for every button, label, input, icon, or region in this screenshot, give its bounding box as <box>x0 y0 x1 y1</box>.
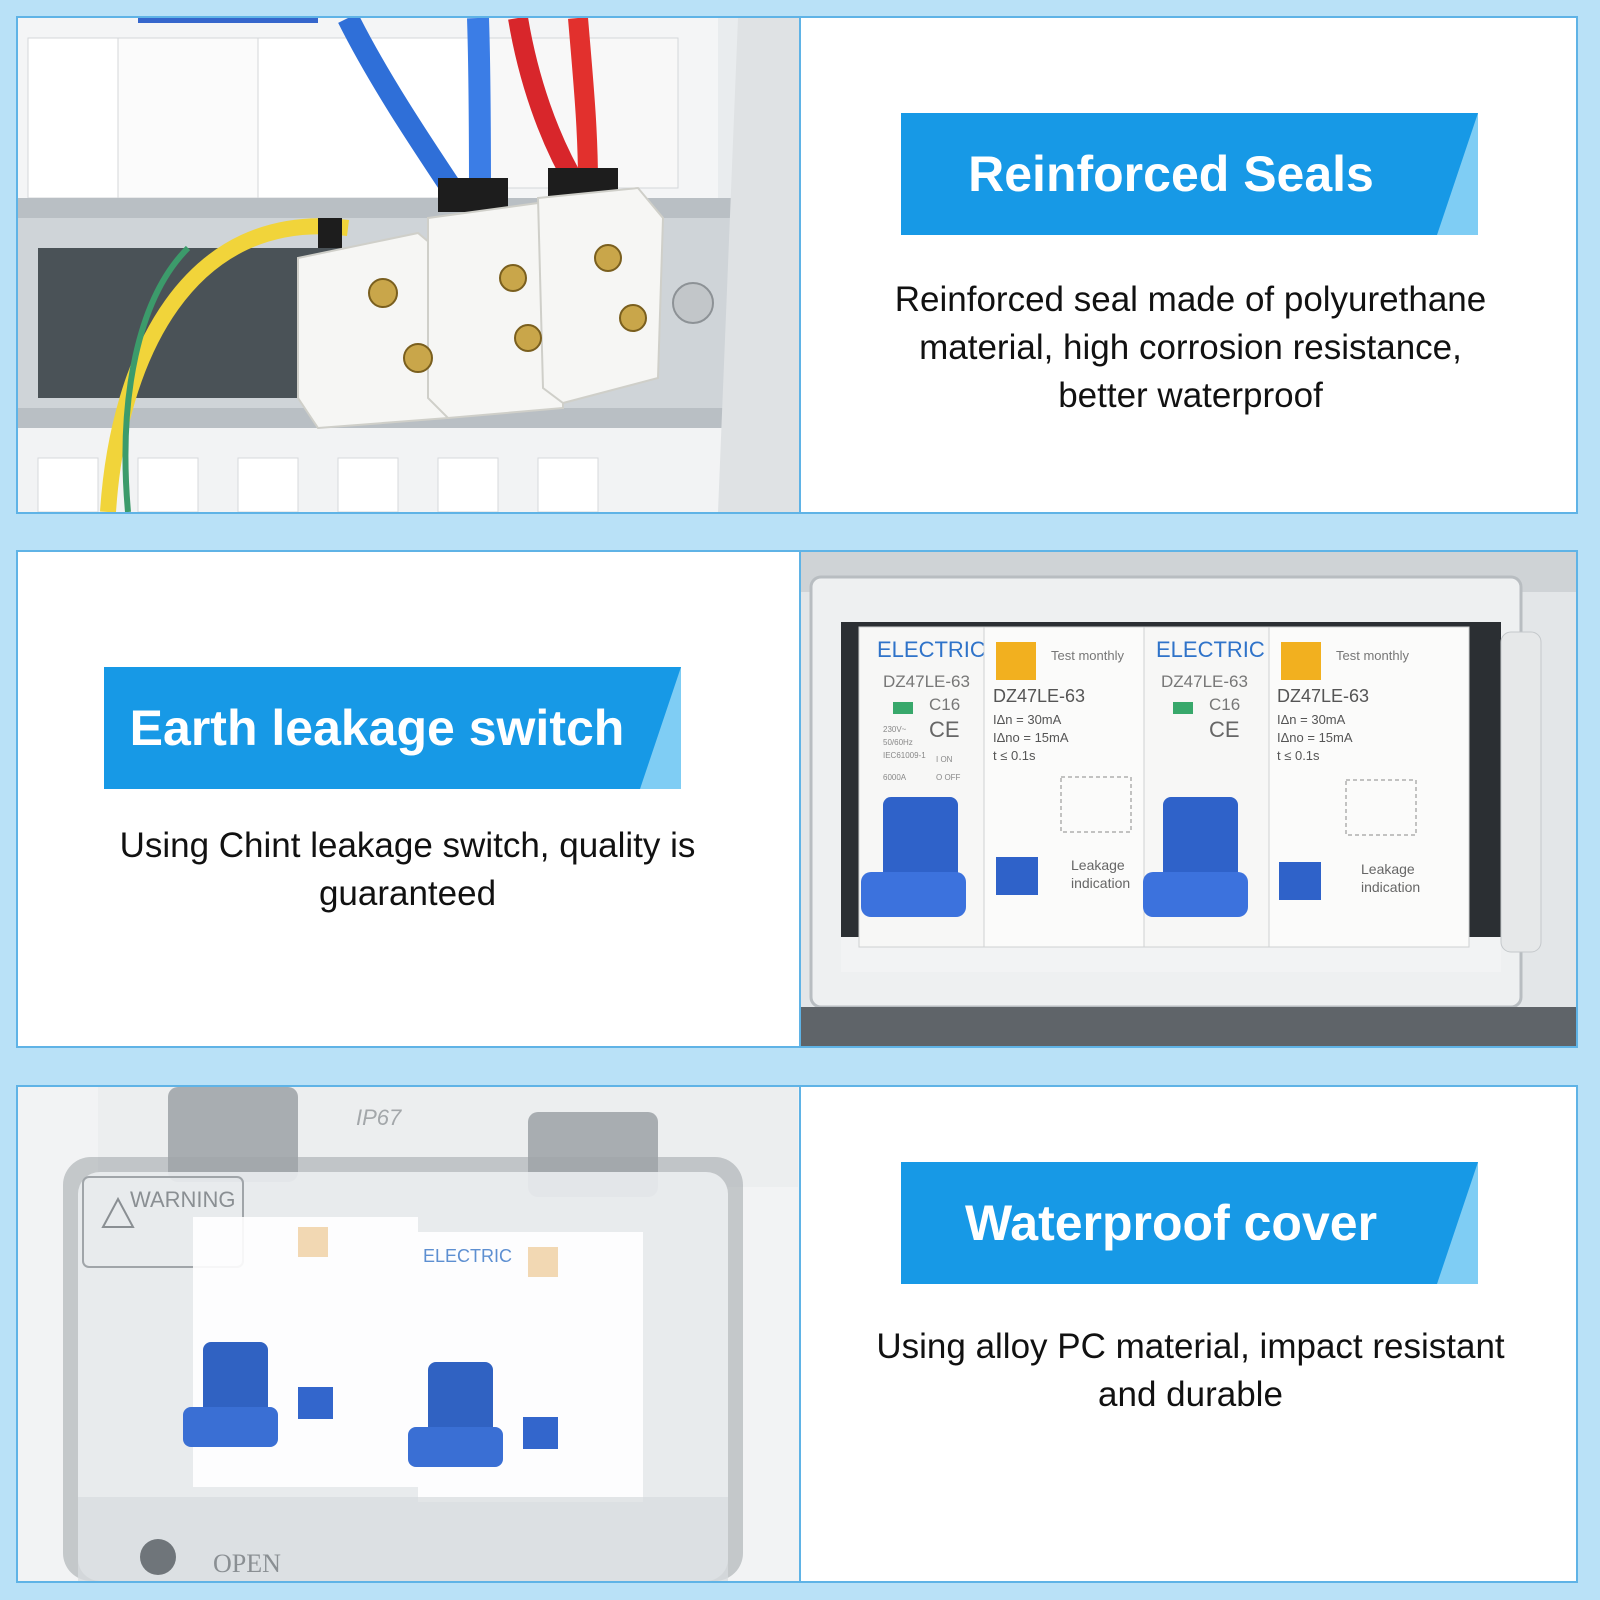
test-label: Test monthly <box>1051 648 1124 663</box>
section-title: Earth leakage switch <box>129 700 625 756</box>
ce-mark: CE <box>1209 717 1240 742</box>
leakage-label: Leakage <box>1361 861 1415 877</box>
breaker-rating: C16 <box>929 695 960 714</box>
breaker-module-1: ELECTRIC DZ47LE-63 C16 CE 230V~ 50/60Hz … <box>858 626 986 948</box>
feature-text-reinforced-seals: Reinforced Seals Reinforced seal made of… <box>801 18 1580 512</box>
spec-time: t ≤ 0.1s <box>993 748 1036 763</box>
open-label: OPEN <box>213 1549 281 1578</box>
indication-label: indication <box>1071 875 1130 891</box>
spec-time: t ≤ 0.1s <box>1277 748 1320 763</box>
feature-text-earth-leakage-switch: Earth leakage switch Using Chint leakage… <box>18 552 797 1046</box>
banner-shape <box>104 667 681 789</box>
spec-current: IΔn = 30mA <box>1277 712 1346 727</box>
spec-current: IΔn = 30mA <box>993 712 1062 727</box>
banner-shape <box>901 1162 1478 1284</box>
description-line: Reinforced seal made of polyurethane <box>894 280 1487 319</box>
breaker-module-2: ELECTRIC DZ47LE-63 C16 CE <box>1143 626 1270 948</box>
section-description: Reinforced seal made of polyurethane mat… <box>821 276 1560 420</box>
leakage-model: DZ47LE-63 <box>1277 686 1369 706</box>
description-line: material, high corrosion resistance, <box>919 328 1462 367</box>
banner-shape <box>901 113 1478 235</box>
ce-mark: CE <box>929 717 960 742</box>
voltage-label: 230V~ <box>883 725 907 734</box>
breaking-capacity: 6000A <box>883 773 907 782</box>
waterproof-cover-photo: IP67 WARNING ELECTRIC OPEN <box>18 1087 799 1581</box>
feature-panel-waterproof-cover: IP67 WARNING ELECTRIC OPEN <box>16 1085 1578 1583</box>
breaker-model: DZ47LE-63 <box>1161 672 1248 691</box>
panel-divider <box>799 552 801 1046</box>
breaker-photo: ELECTRIC DZ47LE-63 C16 CE 230V~ 50/60Hz … <box>801 552 1576 1046</box>
description-line: Using alloy PC material, impact resistan… <box>876 1327 1505 1366</box>
feature-text-waterproof-cover: Waterproof cover Using alloy PC material… <box>801 1087 1580 1581</box>
terminal-block-illustration <box>18 18 799 512</box>
leakage-label: Leakage <box>1071 857 1125 873</box>
leakage-module-2: Test monthly DZ47LE-63 IΔn = 30mA IΔno =… <box>1268 626 1470 948</box>
panel-divider <box>799 18 801 512</box>
test-label: Test monthly <box>1336 648 1409 663</box>
leakage-module-1: Test monthly DZ47LE-63 IΔn = 30mA IΔno =… <box>983 626 1145 948</box>
warning-title: WARNING <box>130 1187 236 1212</box>
leakage-model: DZ47LE-63 <box>993 686 1085 706</box>
standard-label: IEC61009-1 <box>883 751 926 760</box>
breaker-brand: ELECTRIC <box>877 637 986 662</box>
description-line: guaranteed <box>318 874 497 913</box>
off-label: O OFF <box>936 773 961 782</box>
section-banner: Waterproof cover <box>901 1162 1478 1284</box>
panel-divider <box>799 1087 801 1581</box>
spec-no-trip: IΔno = 15mA <box>993 730 1069 745</box>
breaker-rating: C16 <box>1209 695 1240 714</box>
frequency-label: 50/60Hz <box>883 738 913 747</box>
section-description: Using Chint leakage switch, quality is g… <box>38 822 777 918</box>
breaker-illustration: ELECTRIC DZ47LE-63 C16 CE 230V~ 50/60Hz … <box>801 552 1576 1046</box>
on-label: I ON <box>936 755 953 764</box>
terminal-block-photo <box>18 18 799 512</box>
description-line: and durable <box>1098 1375 1283 1414</box>
spec-no-trip: IΔno = 15mA <box>1277 730 1353 745</box>
section-description: Using alloy PC material, impact resistan… <box>821 1323 1560 1419</box>
description-line: better waterproof <box>1058 376 1323 415</box>
section-title: Reinforced Seals <box>968 146 1374 202</box>
feature-panel-reinforced-seals: Reinforced Seals Reinforced seal made of… <box>16 16 1578 514</box>
section-banner: Reinforced Seals <box>901 113 1478 235</box>
indication-label: indication <box>1361 879 1420 895</box>
breaker-brand: ELECTRIC <box>1156 637 1265 662</box>
section-banner: Earth leakage switch <box>104 667 681 789</box>
description-line: Using Chint leakage switch, quality is <box>119 826 696 865</box>
waterproof-cover-illustration: IP67 WARNING ELECTRIC OPEN <box>18 1087 799 1581</box>
cover-brand: ELECTRIC <box>423 1246 512 1266</box>
breaker-model: DZ47LE-63 <box>883 672 970 691</box>
section-title: Waterproof cover <box>964 1195 1378 1251</box>
feature-panel-earth-leakage-switch: Earth leakage switch Using Chint leakage… <box>16 550 1578 1048</box>
ip-rating: IP67 <box>356 1105 402 1130</box>
